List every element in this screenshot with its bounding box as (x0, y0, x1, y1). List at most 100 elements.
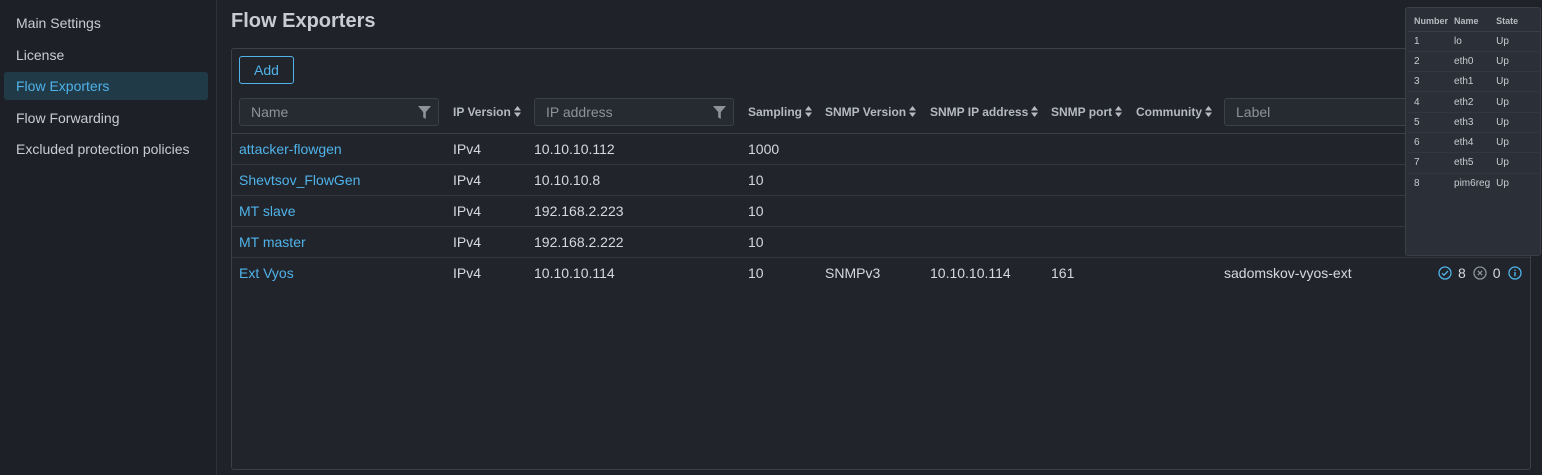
snmp-version-cell: SNMPv3 (825, 265, 881, 281)
ip-version-cell: IPv4 (453, 141, 482, 157)
column-header-label: SNMP IP address (930, 105, 1029, 119)
sidebar-item-flow-forwarding[interactable]: Flow Forwarding (16, 109, 120, 126)
main-content: Flow Exporters Add IP Version Sampling S… (217, 0, 1542, 475)
interface-state: Up (1490, 152, 1541, 174)
ip-version-cell: IPv4 (453, 172, 482, 188)
interface-name: eth5 (1448, 152, 1491, 174)
ip-version-cell: IPv4 (453, 234, 482, 250)
table-row[interactable]: attacker-flowgen IPv4 10.10.10.112 1000 (232, 134, 1530, 165)
column-header-ip-version[interactable]: IP Version (453, 105, 521, 119)
table-row[interactable]: Ext Vyos IPv4 10.10.10.114 10 SNMPv3 10.… (232, 258, 1530, 290)
column-header-snmp-ip[interactable]: SNMP IP address (930, 105, 1039, 119)
sort-icon (1031, 106, 1039, 118)
ip-address-cell: 10.10.10.114 (534, 265, 615, 281)
interface-state: Up (1496, 177, 1509, 189)
label-cell: sadomskov-vyos-ext (1224, 265, 1352, 281)
name-filter-input[interactable] (240, 99, 438, 125)
interfaces-header-name: Name (1448, 11, 1491, 32)
sort-icon (805, 106, 813, 118)
interface-number: 7 (1408, 152, 1449, 174)
snmp-ip-cell: 10.10.10.114 (930, 265, 1011, 281)
interface-number: 8 (1414, 177, 1420, 189)
filter-icon[interactable] (418, 106, 431, 119)
filter-icon[interactable] (713, 106, 726, 119)
exporter-name-link[interactable]: MT master (239, 234, 306, 250)
exporter-name-link[interactable]: Shevtsov_FlowGen (239, 172, 361, 188)
interface-name: eth4 (1448, 132, 1491, 154)
interface-name: eth3 (1448, 112, 1491, 133)
column-header-label: Sampling (748, 105, 803, 119)
interface-name: lo (1448, 31, 1491, 52)
column-header-label: IP Version (453, 105, 511, 119)
sampling-cell: 10 (748, 172, 764, 188)
interface-name: eth2 (1448, 91, 1491, 113)
interface-name: eth0 (1448, 51, 1491, 73)
sidebar-item-excluded-protection-policies[interactable]: Excluded protection policies (16, 141, 190, 158)
name-filter (239, 98, 439, 126)
status-error-count: 0 (1492, 265, 1501, 281)
interface-number: 4 (1408, 91, 1449, 113)
interface-state: Up (1490, 112, 1541, 133)
info-icon[interactable] (1507, 266, 1522, 280)
sidebar-item-main-settings[interactable]: Main Settings (16, 15, 101, 31)
snmp-status: 8 0 (1438, 265, 1522, 281)
interfaces-header-row: Number Name State (1408, 11, 1541, 32)
exporter-name-link[interactable]: attacker-flowgen (239, 141, 342, 157)
interface-number: 3 (1408, 71, 1449, 93)
table-row[interactable]: MT master IPv4 192.168.2.222 10 (232, 227, 1530, 258)
interface-row: 8 pim6reg Up (1408, 173, 1541, 193)
sort-icon (513, 106, 521, 118)
sampling-cell: 10 (748, 234, 764, 250)
ip-address-cell: 192.168.2.223 (534, 203, 624, 219)
ip-address-cell: 10.10.10.8 (534, 172, 601, 188)
interface-number: 1 (1408, 31, 1449, 52)
ip-filter-input[interactable] (535, 99, 733, 125)
column-header-snmp-port[interactable]: SNMP port (1051, 105, 1123, 119)
interface-state: Up (1490, 91, 1541, 113)
sort-icon (1115, 106, 1123, 118)
column-header-snmp-version[interactable]: SNMP Version (825, 105, 917, 119)
table-header: IP Version Sampling SNMP Version SNMP IP… (232, 97, 1530, 134)
table-row[interactable]: MT slave IPv4 192.168.2.223 10 (232, 196, 1530, 227)
snmp-port-cell: 161 (1051, 265, 1075, 281)
interface-state: Up (1490, 31, 1541, 52)
interface-number: 5 (1408, 112, 1449, 133)
exporter-name-link[interactable]: Ext Vyos (239, 265, 294, 281)
exporter-name-link[interactable]: MT slave (239, 203, 296, 219)
sidebar-item-license[interactable]: License (16, 46, 65, 63)
sampling-cell: 1000 (748, 141, 780, 157)
interface-state: Up (1490, 132, 1541, 154)
sidebar-item-flow-exporters[interactable]: Flow Exporters (4, 72, 208, 101)
interface-state: Up (1490, 71, 1541, 93)
interface-name: pim6reg (1454, 177, 1491, 189)
sampling-cell: 10 (748, 265, 764, 281)
ip-version-cell: IPv4 (453, 203, 482, 219)
sidebar: Main Settings License Flow Exporters Flo… (0, 0, 217, 475)
interfaces-header-state: State (1490, 11, 1541, 32)
add-button[interactable]: Add (239, 56, 294, 84)
column-header-label: Community (1136, 105, 1202, 119)
column-header-community[interactable]: Community (1136, 105, 1212, 119)
table-row[interactable]: Shevtsov_FlowGen IPv4 10.10.10.8 10 (232, 165, 1530, 196)
sort-icon (1205, 106, 1212, 118)
page-title: Flow Exporters (231, 10, 376, 32)
interface-name: eth1 (1448, 71, 1491, 93)
ip-version-cell: IPv4 (453, 265, 482, 281)
sampling-cell: 10 (748, 203, 764, 219)
column-header-label: SNMP port (1051, 105, 1113, 119)
interfaces-header-number: Number (1408, 11, 1449, 32)
column-header-sampling[interactable]: Sampling (748, 105, 813, 119)
error-circle-icon (1473, 266, 1487, 280)
label-filter-input[interactable] (1225, 99, 1423, 125)
ip-address-cell: 192.168.2.222 (534, 234, 624, 250)
interface-number: 6 (1408, 132, 1449, 154)
